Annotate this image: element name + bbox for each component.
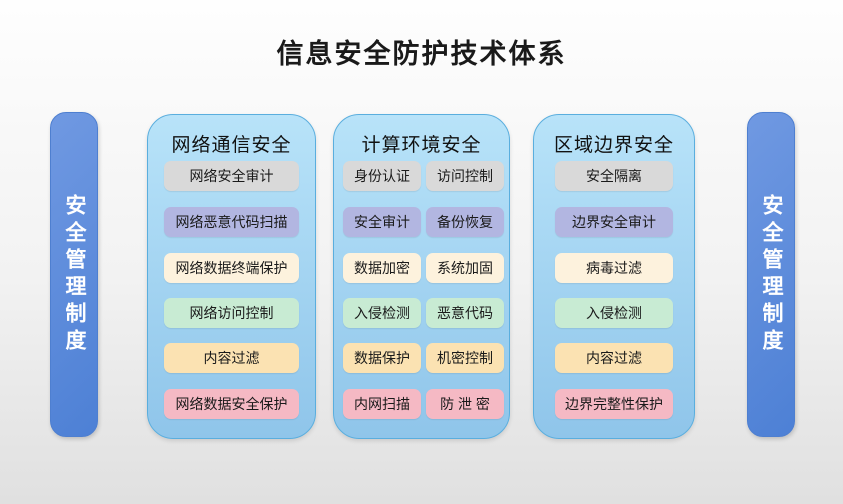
tech-chip: 备份恢复 — [426, 207, 504, 237]
tech-chip: 机密控制 — [426, 343, 504, 373]
panel-network-communication-security: 网络通信安全 网络安全审计 网络恶意代码扫描 网络数据终端保护 网络访问控制 内… — [147, 114, 316, 439]
tech-chip: 边界完整性保护 — [555, 389, 673, 419]
security-management-policy-bar-left: 安全管理制度 — [50, 112, 98, 437]
tech-chip: 网络安全审计 — [164, 161, 299, 191]
tech-chip: 安全隔离 — [555, 161, 673, 191]
tech-chip: 数据加密 — [343, 253, 421, 283]
tech-chip: 网络访问控制 — [164, 298, 299, 328]
tech-chip: 网络恶意代码扫描 — [164, 207, 299, 237]
panel-title-network-communication: 网络通信安全 — [171, 135, 292, 156]
tech-chip: 边界安全审计 — [555, 207, 673, 237]
panel-area-boundary-security: 区域边界安全 安全隔离 边界安全审计 病毒过滤 入侵检测 内容过滤 边界完整性保… — [533, 114, 695, 439]
security-management-policy-bar-right: 安全管理制度 — [747, 112, 795, 437]
tech-chip: 网络数据安全保护 — [164, 389, 299, 419]
tech-chip: 内容过滤 — [555, 343, 673, 373]
tech-chip: 安全审计 — [343, 207, 421, 237]
tech-chip: 病毒过滤 — [555, 253, 673, 283]
tech-chip: 入侵检测 — [555, 298, 673, 328]
tech-chip: 恶意代码 — [426, 298, 504, 328]
diagram-title: 信息安全防护技术体系 — [276, 39, 567, 69]
panel-title-computing-environment: 计算环境安全 — [361, 135, 482, 156]
tech-chip: 访问控制 — [426, 161, 504, 191]
panel-computing-environment-security: 计算环境安全 身份认证 访问控制 安全审计 备份恢复 数据加密 系统加固 入侵检… — [333, 114, 510, 439]
tech-chip: 内容过滤 — [164, 343, 299, 373]
panel-title-area-boundary: 区域边界安全 — [553, 135, 674, 156]
security-management-policy-label-right: 安全管理制度 — [760, 193, 783, 356]
tech-chip: 防 泄 密 — [426, 389, 504, 419]
tech-chip: 数据保护 — [343, 343, 421, 373]
tech-chip: 网络数据终端保护 — [164, 253, 299, 283]
tech-chip: 系统加固 — [426, 253, 504, 283]
tech-chip: 内网扫描 — [343, 389, 421, 419]
tech-chip: 身份认证 — [343, 161, 421, 191]
tech-chip: 入侵检测 — [343, 298, 421, 328]
security-management-policy-label-left: 安全管理制度 — [63, 193, 86, 356]
